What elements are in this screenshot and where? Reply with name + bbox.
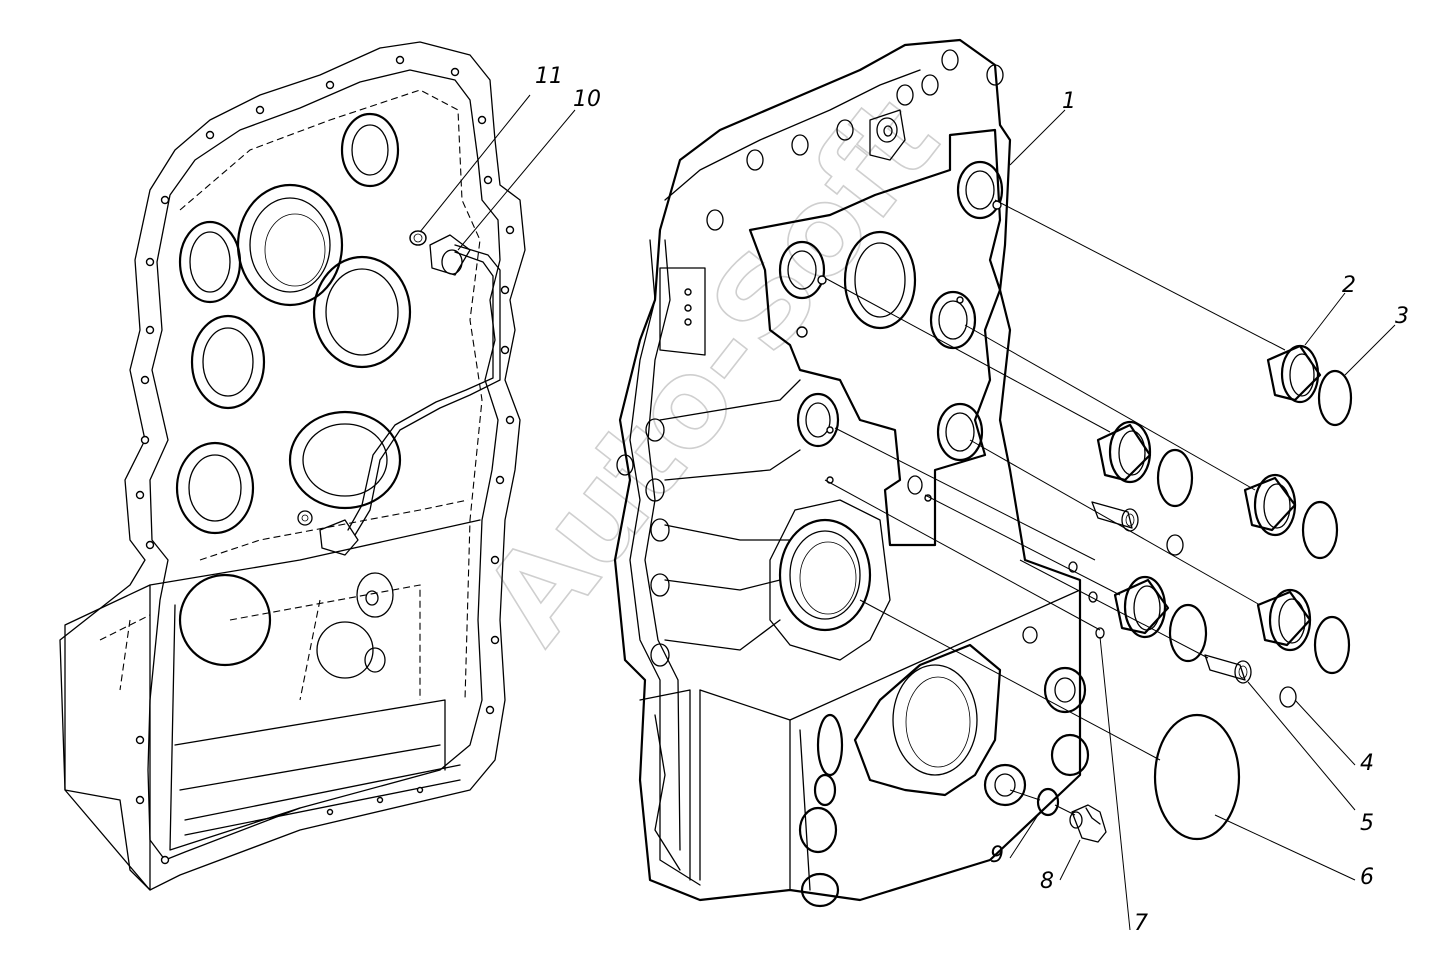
ring-lower-right [1313,615,1351,675]
callout-8: 8 [1040,869,1054,894]
callouts: 1 2 3 4 5 6 7 8 9 10 11 [535,64,1409,936]
ring-part-11 [409,230,427,246]
callout-7: 7 [1134,911,1148,936]
fitting-part-5 [1204,654,1252,684]
callout-1: 1 [1062,89,1076,114]
loose-parts [409,230,1353,843]
seal-mid-right [1243,473,1297,537]
seal-part-2 [1266,344,1322,404]
ring-part-3 [1317,369,1353,427]
rear-bolt-holes [135,55,515,865]
seal-lower-left [1113,575,1170,639]
callout-5: 5 [1360,811,1374,836]
callout-3: 3 [1395,304,1409,329]
watermark: Auto-Soft [458,73,965,668]
o-ring-upper [1166,534,1184,556]
ring-mid-right [1301,500,1339,560]
seal-mid-left [1096,420,1152,484]
seal-lower-right [1256,588,1312,652]
o-ring-part-4 [1279,686,1297,708]
ring-mid-left [1156,448,1194,508]
washer-part-9 [1036,787,1060,817]
ring-lower-left [1168,603,1208,663]
plug-part-8 [1069,804,1107,843]
o-ring-part-7a [1068,561,1078,573]
callout-9: 9 [990,843,1004,868]
pipe-fitting-upper [1091,501,1139,532]
leader-lines [419,94,1396,931]
o-ring-part-7b [1088,591,1098,603]
callout-2: 2 [1342,273,1356,298]
housing-front-view [613,38,1090,908]
callout-4: 4 [1360,751,1374,776]
callout-11: 11 [535,64,563,89]
housing-rear-view [59,41,526,891]
gasket-part-6 [1153,713,1241,841]
callout-6: 6 [1360,865,1374,890]
callout-10: 10 [573,87,601,112]
